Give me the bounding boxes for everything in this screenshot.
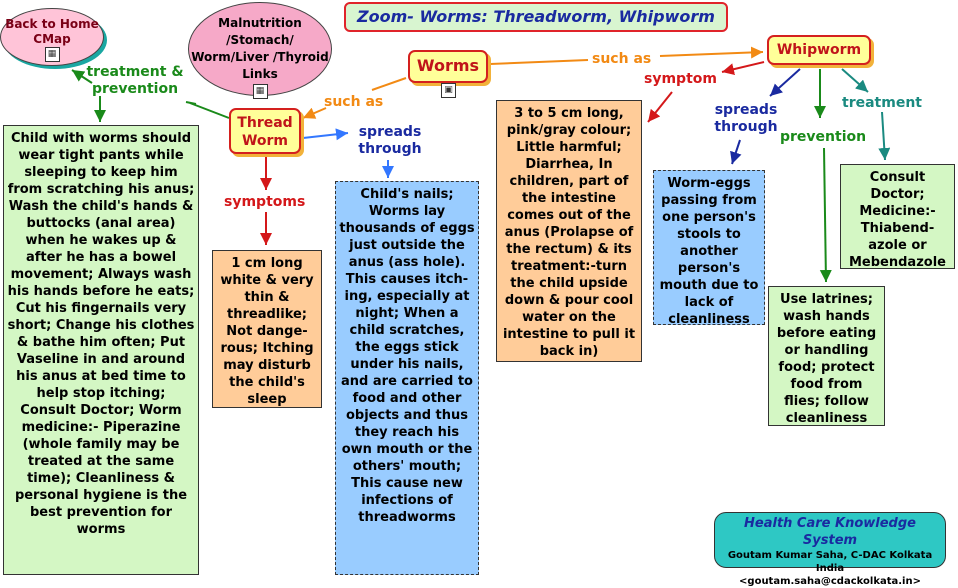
link-such-as-left: such as	[324, 94, 384, 110]
thread-treatment-box: Child with worms should wear tight pants…	[3, 125, 199, 575]
malnutrition-links-label: Malnutrition /Stomach/ Worm/Liver /Thyro…	[191, 16, 329, 81]
link-spreads-right: spreads through	[714, 102, 778, 135]
whipworm-node[interactable]: Whipworm	[767, 35, 871, 65]
link-symptom-right: symptom	[644, 71, 717, 87]
whip-symptom-box: 3 to 5 cm long, pink/gray colour; Little…	[496, 100, 642, 362]
link-treatment-prevention: treatment & prevention	[86, 64, 184, 97]
link-spreads-left: spreads through	[358, 124, 422, 157]
whip-prevention-box: Use latrines; wash hands before eating o…	[768, 286, 885, 426]
page-title: Zoom- Worms: Threadworm, Whipworm	[344, 2, 728, 32]
back-home-link[interactable]: Back to Home CMap ▦	[0, 8, 104, 66]
link-such-as-right: such as	[592, 51, 652, 67]
footer-author: Goutam Kumar Saha, C-DAC Kolkata India	[727, 550, 933, 574]
thread-symptoms-box: 1 cm long white & very thin & threadlike…	[212, 250, 322, 408]
threadworm-node[interactable]: Thread Worm	[229, 108, 301, 154]
concept-map-icon[interactable]: ▦	[252, 84, 268, 99]
link-prevention-right: prevention	[780, 129, 867, 145]
worms-label: Worms	[416, 56, 480, 75]
worms-node[interactable]: Worms ▣	[408, 50, 488, 98]
link-treatment-right: treatment	[842, 95, 922, 111]
footer-title: Health Care Knowledge System	[744, 516, 916, 548]
image-icon[interactable]: ▣	[441, 76, 456, 104]
footer-credit: Health Care Knowledge System Goutam Kuma…	[714, 512, 946, 587]
malnutrition-links-node[interactable]: Malnutrition /Stomach/ Worm/Liver /Thyro…	[188, 2, 332, 99]
back-home-label: Back to Home CMap	[5, 17, 99, 46]
whip-treatment-box: Consult Doctor; Medicine:-Thiabend-azole…	[840, 164, 955, 270]
whip-spread-box: Worm-eggs passing from one person's stoo…	[653, 170, 765, 327]
link-symptoms-left: symptoms	[224, 194, 306, 210]
thread-spread-box: Child's nails; Worms lay thousands of eg…	[335, 181, 479, 575]
concept-map-icon[interactable]: ▦	[44, 47, 60, 62]
